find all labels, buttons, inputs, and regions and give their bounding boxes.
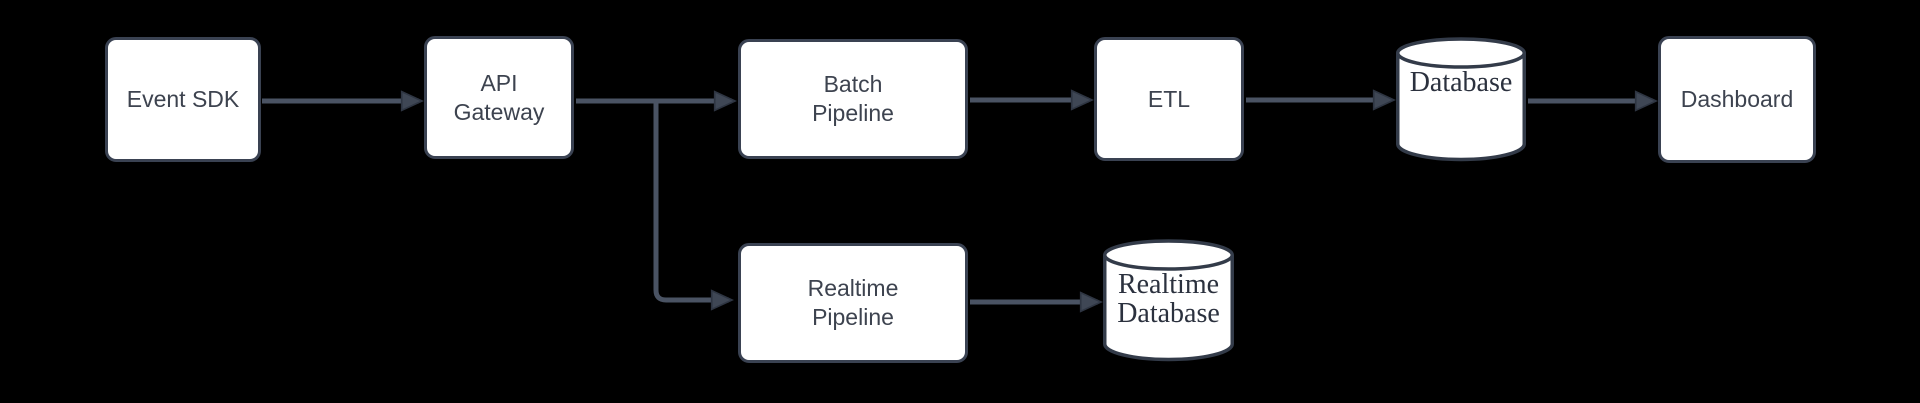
node-database-label: Database bbox=[1409, 67, 1513, 98]
node-event-sdk-label: Event SDK bbox=[126, 86, 240, 112]
node-event-sdk[interactable]: Event SDK bbox=[105, 37, 261, 162]
node-dashboard-label: Dashboard bbox=[1680, 86, 1794, 112]
node-database[interactable]: Database bbox=[1396, 37, 1526, 163]
node-batch-pipeline[interactable]: Batch Pipeline bbox=[738, 39, 968, 159]
node-realtime-pipeline[interactable]: Realtime Pipeline bbox=[738, 243, 968, 363]
edge-api-gateway-to-realtime-pipeline bbox=[653, 101, 735, 311]
node-realtime-pipeline-label: Realtime Pipeline bbox=[807, 275, 899, 330]
node-realtime-database[interactable]: Realtime Database bbox=[1103, 239, 1234, 363]
node-etl-label: ETL bbox=[1147, 85, 1191, 112]
node-api-gateway-label: API Gateway bbox=[453, 69, 545, 125]
node-api-gateway[interactable]: API Gateway bbox=[424, 36, 574, 159]
node-etl[interactable]: ETL bbox=[1094, 37, 1244, 161]
database-cylinder-shape bbox=[1396, 37, 1526, 162]
node-realtime-database-label: Realtime Database bbox=[1117, 269, 1220, 329]
realtime-database-cylinder-shape bbox=[1103, 239, 1234, 362]
node-dashboard[interactable]: Dashboard bbox=[1658, 36, 1816, 163]
node-batch-pipeline-label: Batch Pipeline bbox=[812, 71, 894, 126]
